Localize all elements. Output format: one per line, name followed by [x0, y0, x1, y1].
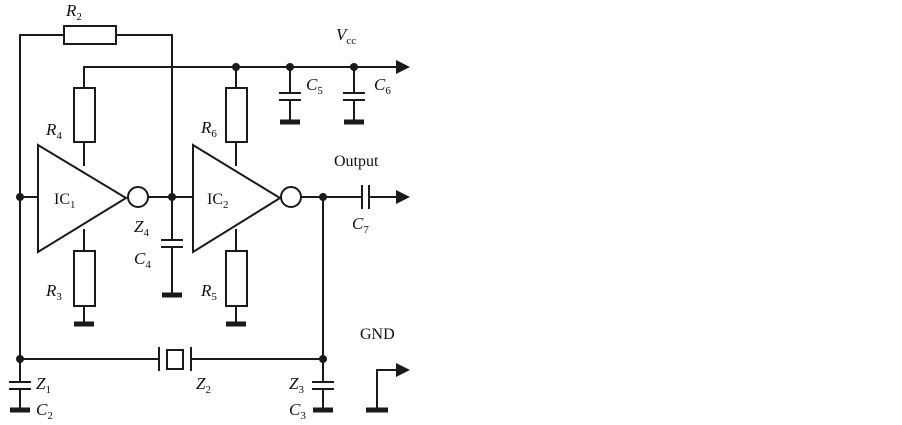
- label-z4: Z4: [134, 217, 149, 239]
- label-r5: R5: [200, 281, 217, 303]
- capacitor-c2: [9, 358, 31, 413]
- input-node: [16, 193, 24, 360]
- crystal-z2: [16, 347, 327, 371]
- inverter-ic2: [192, 143, 363, 254]
- label-c6: C6: [374, 75, 391, 97]
- label-r6: R6: [200, 118, 217, 140]
- label-c3: C3: [289, 400, 306, 422]
- label-c5: C5: [306, 75, 323, 97]
- label-z2: Z2: [196, 374, 211, 396]
- label-ic1: IC1: [54, 191, 76, 211]
- resistor-r5: [225, 229, 248, 327]
- label-gnd: GND: [360, 326, 395, 343]
- capacitor-c7: [361, 185, 410, 209]
- label-c2: C2: [36, 400, 53, 422]
- capacitor-c6: [343, 66, 365, 125]
- resistor-r4: [73, 87, 96, 166]
- capacitor-c3: [312, 358, 334, 413]
- label-z3: Z3: [289, 374, 304, 396]
- label-c4: C4: [134, 249, 151, 271]
- feedback-resistor: [19, 25, 173, 198]
- capacitor-c4: [161, 193, 183, 298]
- label-z1: Z1: [36, 374, 51, 396]
- resistor-r3: [73, 229, 96, 327]
- label-output: Output: [334, 153, 379, 170]
- label-r4: R4: [45, 120, 62, 142]
- vcc-rail: [83, 60, 410, 89]
- label-r2: R2: [65, 1, 82, 23]
- label-ic2: IC2: [207, 191, 229, 211]
- label-c7: C7: [352, 214, 369, 236]
- capacitor-c5: [279, 66, 301, 125]
- resistor-r6: [225, 66, 248, 166]
- output-node: [319, 193, 327, 360]
- inverter-ic1: [19, 143, 194, 254]
- label-vcc: Vcc: [336, 25, 356, 47]
- gnd-symbol: [366, 363, 410, 413]
- label-r3: R3: [45, 281, 62, 303]
